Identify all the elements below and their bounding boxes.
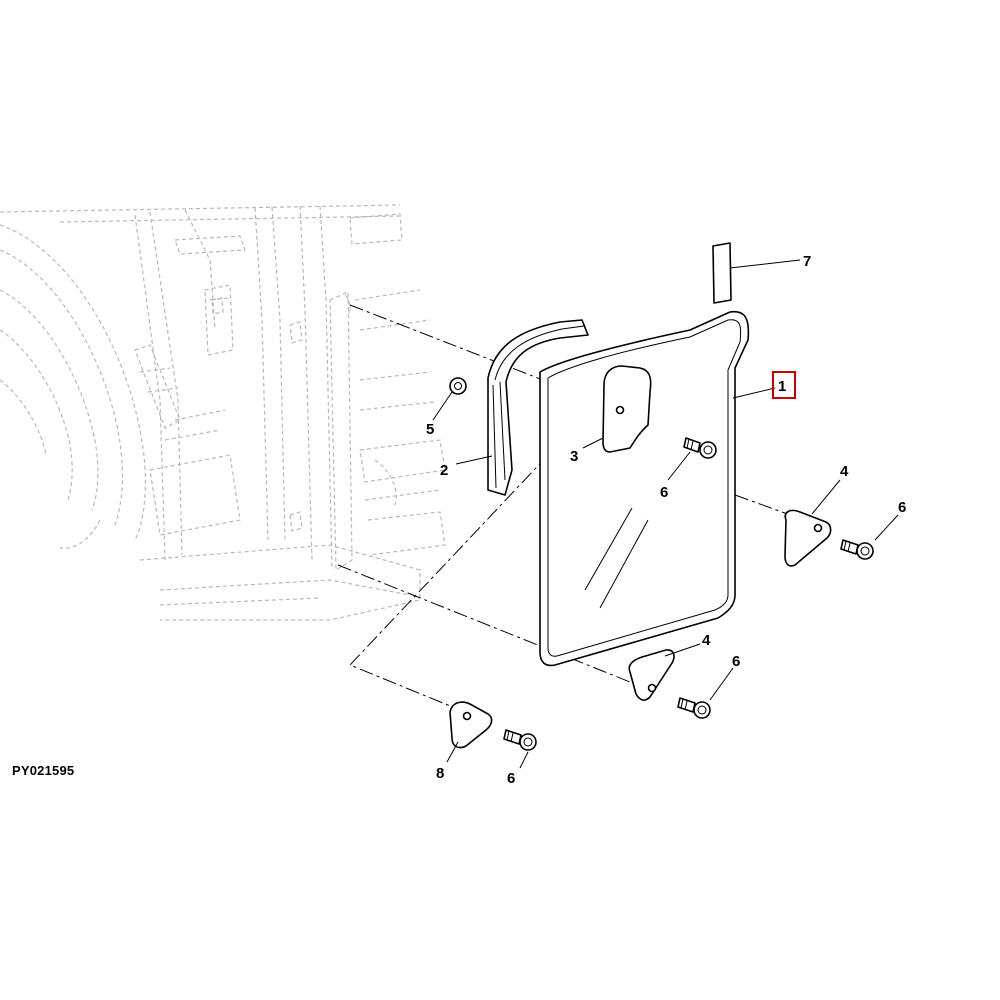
callout-8[interactable]: 8 bbox=[436, 765, 444, 782]
callout-7[interactable]: 7 bbox=[803, 253, 811, 270]
seal-strip-part bbox=[487, 319, 589, 496]
alignment-centerlines bbox=[337, 304, 819, 711]
callout-6b[interactable]: 6 bbox=[898, 499, 906, 516]
glass-panel-part bbox=[539, 310, 750, 667]
triangle-bracket-part-a bbox=[784, 509, 832, 567]
callout-4b[interactable]: 4 bbox=[702, 632, 711, 649]
bolt-part-a bbox=[683, 437, 717, 459]
callout-2[interactable]: 2 bbox=[440, 462, 448, 479]
leader-lines bbox=[432, 259, 899, 769]
nut-part bbox=[449, 377, 467, 395]
bolt-part-c bbox=[677, 697, 711, 719]
callout-1[interactable]: 1 bbox=[778, 378, 786, 395]
callout-1-highlight-box bbox=[772, 371, 796, 399]
inner-bracket-part bbox=[602, 365, 652, 453]
callout-3[interactable]: 3 bbox=[570, 448, 578, 465]
callout-5[interactable]: 5 bbox=[426, 421, 434, 438]
bolt-part-b bbox=[840, 539, 874, 560]
cab-background-ghost bbox=[0, 204, 446, 621]
bottom-bracket-part bbox=[449, 701, 493, 749]
figure-reference-code: PY021595 bbox=[12, 763, 75, 778]
triangle-bracket-part-b bbox=[628, 649, 675, 701]
callout-6d[interactable]: 6 bbox=[507, 770, 515, 787]
bolt-part-d bbox=[503, 729, 537, 751]
callout-4a[interactable]: 4 bbox=[840, 463, 849, 480]
callout-6a[interactable]: 6 bbox=[660, 484, 668, 501]
callout-labels: 1 2 3 4 4 5 6 6 6 6 7 8 bbox=[426, 253, 906, 787]
sticker-part bbox=[712, 242, 732, 304]
callout-6c[interactable]: 6 bbox=[732, 653, 740, 670]
